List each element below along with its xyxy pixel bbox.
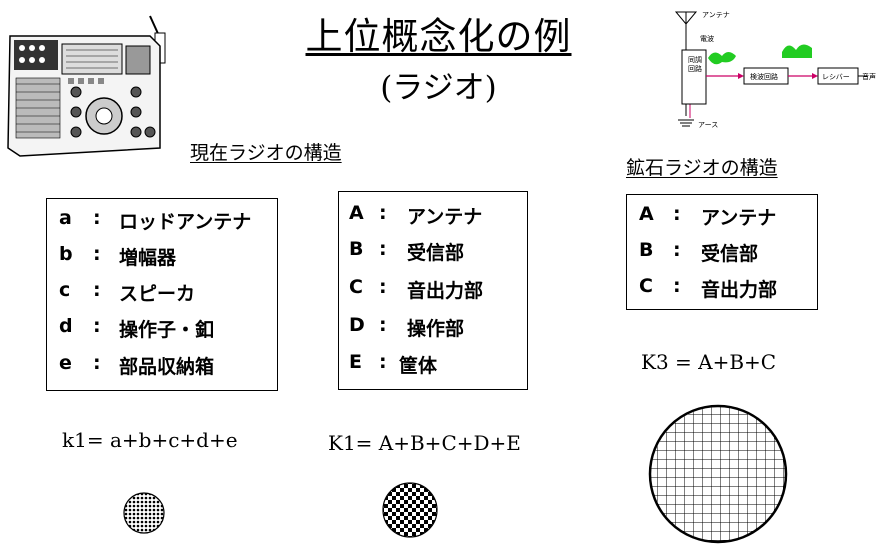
list-item: b:増幅器 [59,243,177,269]
list-item: a:ロッドアンテナ [59,207,252,233]
circuit-label-earth: アース [698,121,719,129]
circuit-label-receiver: レシバー [822,73,850,81]
current-radio-components-box: a:ロッドアンテナ b:増幅器 c:スピーカ d:操作子・釦 e:部品収納箱 [46,198,278,391]
formula-K3: K3 = A+B+C [641,350,777,374]
list-item: c:スピーカ [59,279,196,305]
list-item: B:受信部 [639,239,759,265]
circuit-label-antenna: アンテナ [702,11,730,19]
formula-K1: K1= A+B+C+D+E [328,431,521,455]
generic-components-box: A:アンテナ B:受信部 C:音出力部 D:操作部 E:筐体 [338,191,528,390]
list-item: C:音出力部 [639,275,778,301]
list-item: E:筐体 [349,351,438,377]
concept-circle-K3 [648,404,788,544]
section-crystal-radio: 鉱石ラジオの構造 [626,157,778,179]
radio-illustration [0,8,180,158]
section-current-radio: 現在ラジオの構造 [190,142,342,164]
crystal-radio-components-box: A:アンテナ B:受信部 C:音出力部 [626,194,818,310]
list-item: e:部品収納箱 [59,352,215,378]
page-subtitle: (ラジオ) [380,70,497,106]
list-item: d:操作子・釦 [59,315,215,341]
concept-circle-K1 [382,482,438,538]
list-item: A:アンテナ [639,203,777,229]
concept-circle-k1 [123,492,165,534]
circuit-label-sound: 音声 [862,73,876,81]
formula-k1: k1= a+b+c+d+e [62,428,238,452]
crystal-radio-circuit: アンテナ 電波 同調回路 検波回路 レシバー 音声 アース [672,6,877,136]
circuit-label-tuning: 同調回路 [688,56,702,73]
list-item: D:操作部 [349,314,465,340]
list-item: C:音出力部 [349,276,484,302]
title-block: 上位概念化の例 (ラジオ) [0,6,877,107]
circuit-label-wave: 電波 [700,35,714,43]
page-title: 上位概念化の例 [305,15,572,58]
list-item: A:アンテナ [349,202,483,228]
circuit-label-detect: 検波回路 [750,73,778,81]
list-item: B:受信部 [349,238,465,264]
